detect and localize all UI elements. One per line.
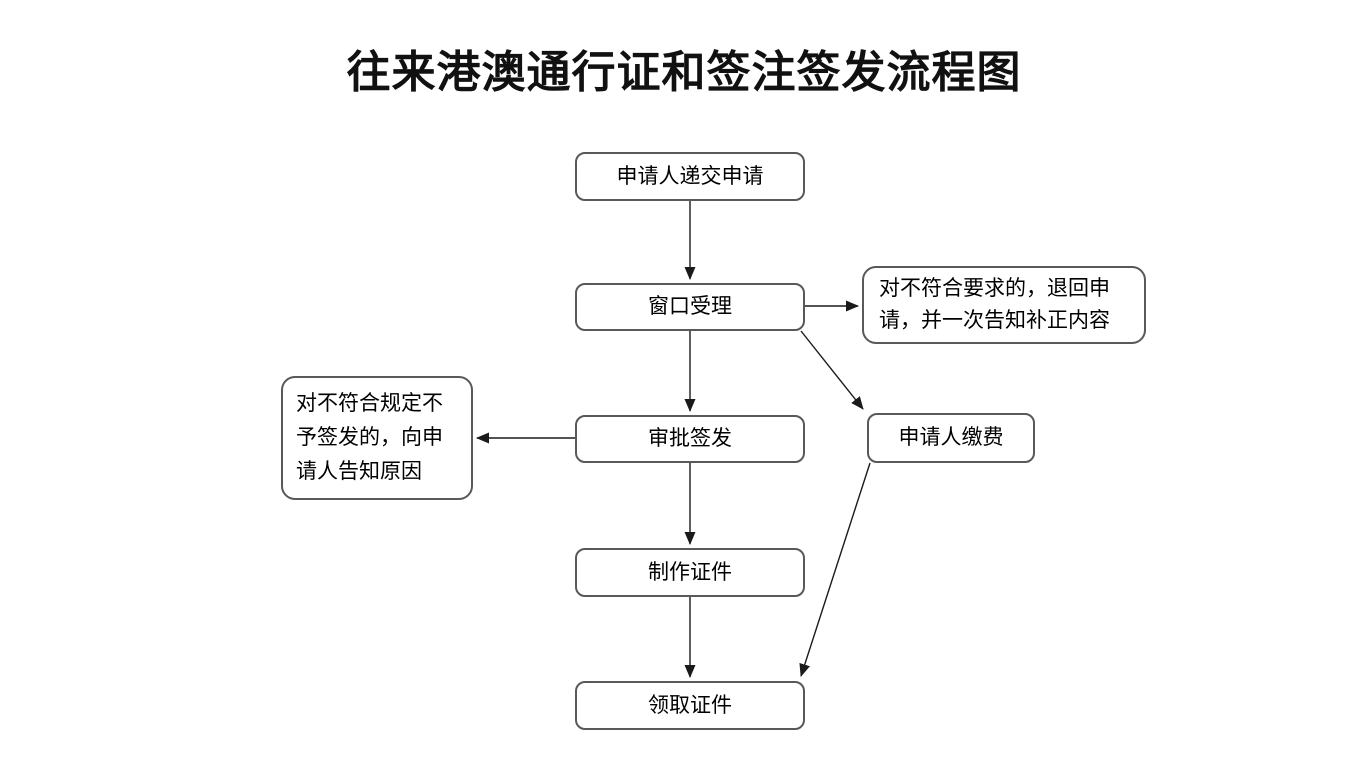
- flow-node-label-line: 对不符合规定不: [296, 392, 443, 415]
- page-title: 往来港澳通行证和签注签发流程图: [346, 48, 1022, 97]
- flow-node-collect-document: 领取证件: [575, 681, 805, 730]
- flow-node-label: 领取证件: [648, 693, 732, 717]
- flow-node-produce-document: 制作证件: [575, 548, 805, 597]
- flow-node-window-acceptance: 窗口受理: [575, 283, 805, 331]
- flow-node-approval-issuance: 审批签发: [575, 415, 805, 463]
- flow-node-return-application-notice: 对不符合要求的，退回申 请，并一次告知补正内容: [862, 266, 1146, 344]
- flow-node-label-line: 予签发的，向申: [296, 426, 443, 449]
- flow-node-label-line: 请，并一次告知补正内容: [879, 309, 1110, 332]
- flow-node-deny-reason-notice: 对不符合规定不 予签发的，向申 请人告知原因: [281, 376, 473, 500]
- flow-node-label: 申请人缴费: [898, 426, 1004, 450]
- flow-node-label: 窗口受理: [648, 295, 732, 319]
- flow-node-label-line: 请人告知原因: [296, 460, 422, 483]
- flow-node-applicant-payment: 申请人缴费: [867, 413, 1035, 463]
- flow-node-label: 审批签发: [648, 427, 732, 451]
- edge-window-to-pay: [800, 330, 864, 410]
- flow-node-submit-application: 申请人递交申请: [575, 152, 805, 201]
- flow-node-label: 制作证件: [648, 560, 732, 584]
- flow-node-label-line: 对不符合要求的，退回申: [879, 277, 1110, 300]
- flow-node-label: 申请人递交申请: [616, 164, 764, 188]
- edge-pay-to-collect: [799, 462, 871, 677]
